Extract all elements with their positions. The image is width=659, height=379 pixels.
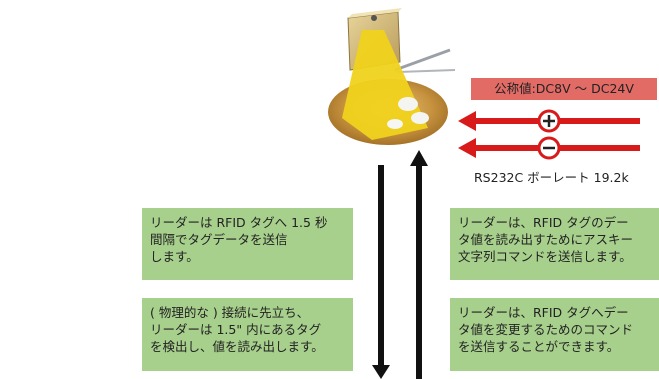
tag-screw-icon [371, 15, 377, 21]
tag-chip [398, 97, 418, 111]
rfid-tag-box-top [348, 8, 402, 18]
note-detect-range: ( 物理的な ) 接続に先立ち、 リーダーは 1.5" 内にあるタグ を検出し、… [142, 298, 353, 371]
power-negative-arrowhead [458, 138, 476, 158]
tag-chip [411, 112, 429, 124]
power-positive-arrowhead [458, 111, 476, 131]
baud-rate-label: RS232C ボーレート 19.2k [474, 170, 629, 185]
upward-arrowhead [410, 150, 428, 166]
antenna-wire [397, 69, 456, 73]
antenna-wire [394, 48, 451, 72]
rf-field-beam [342, 30, 428, 140]
rfid-reader-illustration [328, 8, 456, 145]
power-rating-label: 公称値:DC8V 〜 DC24V [471, 78, 657, 100]
tag-chip [387, 119, 403, 129]
note-write-command: リーダーは、RFID タグへデー タ値を変更するためのコマンド を送信することが… [450, 298, 659, 371]
note-ascii-command: リーダーは、RFID タグのデー タ値を読み出すためにアスキー 文字列コマンドを… [450, 208, 659, 280]
note-transmit-interval: リーダーは RFID タグへ 1.5 秒 間隔でタグデータを送信 します。 [142, 208, 353, 280]
downward-arrowhead [372, 365, 390, 379]
